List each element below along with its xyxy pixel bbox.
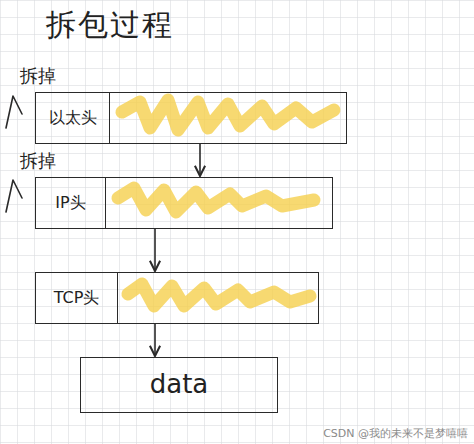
header-name: IP头	[55, 194, 85, 212]
highlight-scribble	[118, 188, 314, 212]
header-cell: IP头	[36, 178, 106, 228]
bracket-mark	[6, 180, 22, 212]
packet-box: 以太头	[35, 92, 347, 144]
packet-box: TCP头	[35, 272, 319, 324]
header-cell: 以太头	[36, 93, 110, 143]
header-name: TCP头	[54, 289, 100, 307]
watermark: CSDN @我的未来不是梦嘻嘻	[323, 428, 468, 441]
title: 拆包过程	[46, 8, 174, 43]
flow-arrow	[199, 144, 201, 176]
data-box: data	[80, 357, 278, 413]
annotation: 拆掉	[20, 66, 56, 87]
highlight-scribble	[122, 100, 334, 130]
header-cell: TCP头	[36, 273, 118, 323]
highlight-scribble	[128, 284, 310, 306]
flow-arrow	[154, 324, 156, 356]
header-name: 以太头	[49, 109, 97, 127]
bracket-mark	[6, 96, 22, 128]
content-area: data	[81, 358, 277, 412]
flow-arrow	[154, 229, 156, 271]
annotation: 拆掉	[20, 151, 56, 172]
payload-label: data	[150, 370, 209, 400]
packet-box: IP头	[35, 177, 333, 229]
